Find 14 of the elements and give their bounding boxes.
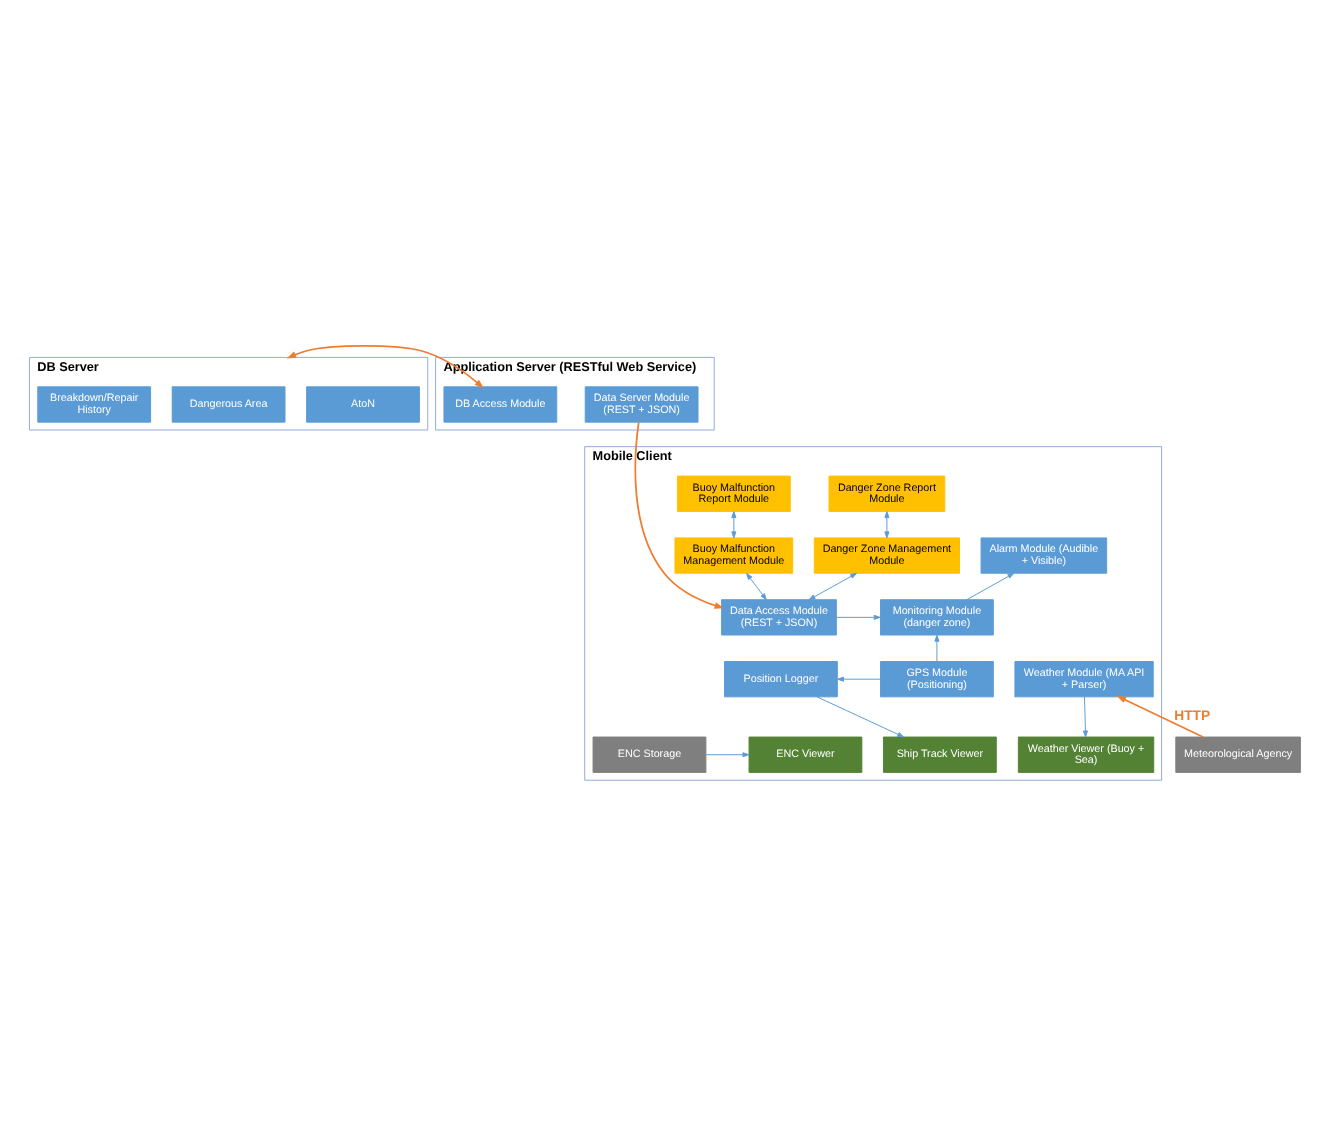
arrow <box>816 695 905 737</box>
arrow <box>808 571 858 600</box>
arrow <box>966 571 1015 600</box>
arrow <box>286 344 484 388</box>
arrow <box>1082 695 1088 737</box>
arrow <box>634 420 724 608</box>
arrow <box>884 510 890 538</box>
arrow <box>746 572 767 600</box>
arrow <box>837 675 881 681</box>
arrow <box>731 510 737 538</box>
arrow <box>705 751 750 757</box>
arrow <box>1116 694 1204 737</box>
arrow <box>934 633 940 661</box>
arrow <box>836 613 881 619</box>
